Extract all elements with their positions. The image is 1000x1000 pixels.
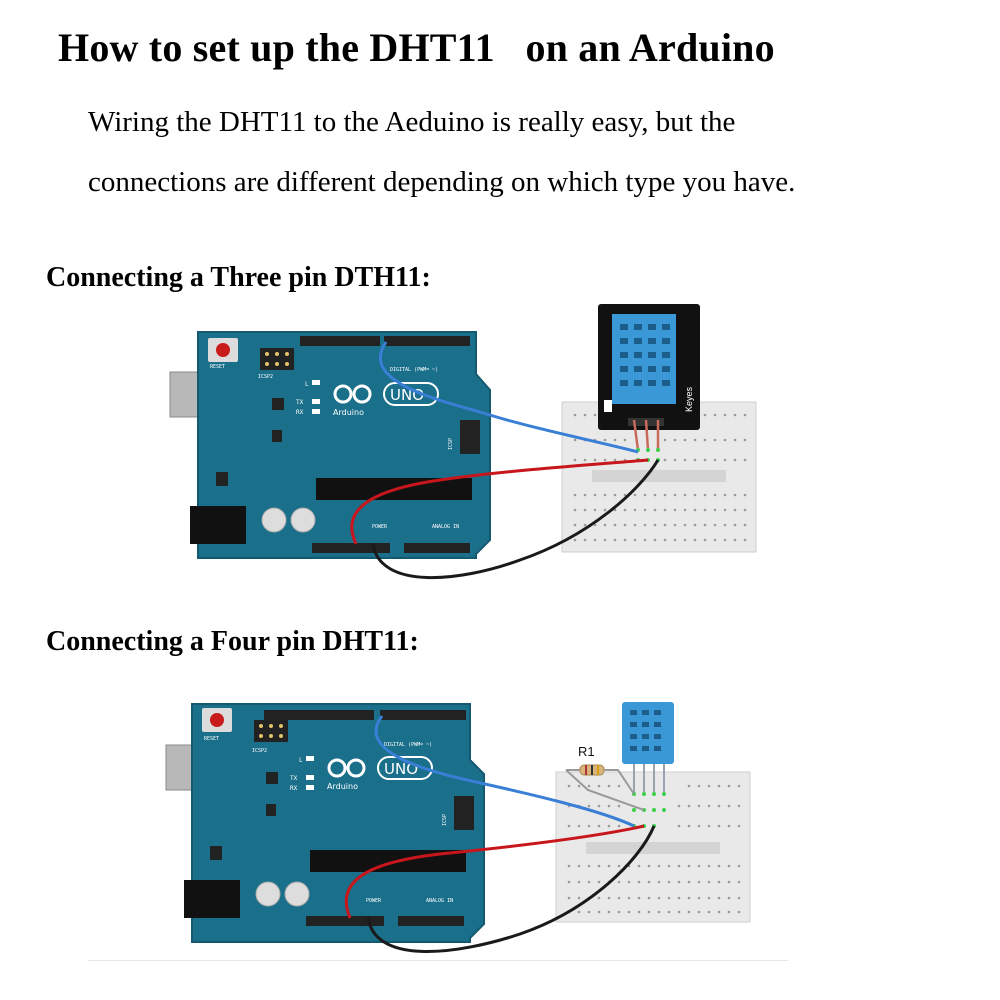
top-header-right bbox=[380, 710, 466, 720]
uno-label: UNO bbox=[384, 760, 418, 778]
ground-wire bbox=[371, 459, 660, 579]
reset-button-cap bbox=[210, 713, 224, 727]
power-wire bbox=[350, 458, 649, 545]
section-heading-four-pin: Connecting a Four pin DHT11: bbox=[46, 626, 419, 657]
icsp2-label: ICSP2 bbox=[258, 374, 273, 380]
reset-label: RESET bbox=[210, 364, 225, 370]
breadboard-holes bbox=[573, 413, 747, 542]
digital-label: DIGITAL (PWM= ~) bbox=[384, 742, 432, 748]
power-label: POWER bbox=[366, 898, 382, 904]
tx-label: TX bbox=[296, 399, 304, 406]
analog-header bbox=[404, 543, 470, 553]
analog-header bbox=[398, 916, 464, 926]
module-pins bbox=[632, 419, 660, 451]
bottom-divider bbox=[88, 960, 788, 961]
signal-wire bbox=[374, 715, 635, 828]
arduino-wordmark: Arduino bbox=[333, 408, 364, 417]
arduino-board bbox=[197, 331, 491, 559]
analog-label: ANALOG IN bbox=[432, 524, 459, 530]
ground-wire bbox=[366, 825, 656, 953]
reset-button-cap bbox=[216, 343, 230, 357]
icsp2-label: ICSP2 bbox=[252, 748, 267, 754]
intro-line-2: connections are different depending on w… bbox=[88, 166, 796, 198]
power-wire bbox=[344, 824, 645, 919]
power-header bbox=[306, 916, 384, 926]
power-header bbox=[312, 543, 390, 553]
digital-label: DIGITAL (PWM= ~) bbox=[390, 367, 438, 373]
icsp-label: ICSP bbox=[442, 814, 448, 826]
arduino-logo: UNO Arduino bbox=[327, 756, 433, 791]
reset-label: RESET bbox=[204, 736, 219, 742]
page-title: How to set up the DHT11 on an Arduino bbox=[58, 25, 775, 70]
power-jack bbox=[190, 506, 246, 544]
keyes-label: Keyes bbox=[684, 386, 694, 412]
four-pin-wiring-diagram: RESET ICSP2 DIGITAL (PWM= ~) L TX RX UNO… bbox=[165, 702, 751, 953]
led-l-label: L bbox=[299, 757, 303, 764]
icsp2-header bbox=[260, 348, 294, 370]
rx-label: RX bbox=[296, 409, 304, 416]
resistor-label: R1 bbox=[578, 744, 595, 759]
arduino-wordmark: Arduino bbox=[327, 782, 358, 791]
section-heading-three-pin: Connecting a Three pin DTH11: bbox=[46, 262, 431, 293]
top-header-left bbox=[300, 336, 380, 346]
power-jack bbox=[184, 880, 240, 918]
icsp-header bbox=[454, 796, 474, 830]
top-header-left bbox=[264, 710, 374, 720]
led-l-label: L bbox=[305, 381, 309, 388]
power-label: POWER bbox=[372, 524, 388, 530]
rx-label: RX bbox=[290, 785, 298, 792]
icsp2-header bbox=[254, 720, 288, 742]
top-header-right bbox=[384, 336, 470, 346]
analog-label: ANALOG IN bbox=[426, 898, 453, 904]
signal-wire bbox=[378, 341, 639, 454]
breadboard-holes bbox=[567, 784, 741, 914]
icsp-label: ICSP bbox=[448, 438, 454, 450]
intro-line-1: Wiring the DHT11 to the Aeduino is reall… bbox=[88, 106, 736, 138]
sensor-pins bbox=[633, 764, 665, 794]
icsp-header bbox=[460, 420, 480, 454]
tx-label: TX bbox=[290, 775, 298, 782]
three-pin-wiring-diagram: RESET ICSP2 DIGITAL (PWM= ~) L TX RX UNO… bbox=[169, 304, 757, 579]
